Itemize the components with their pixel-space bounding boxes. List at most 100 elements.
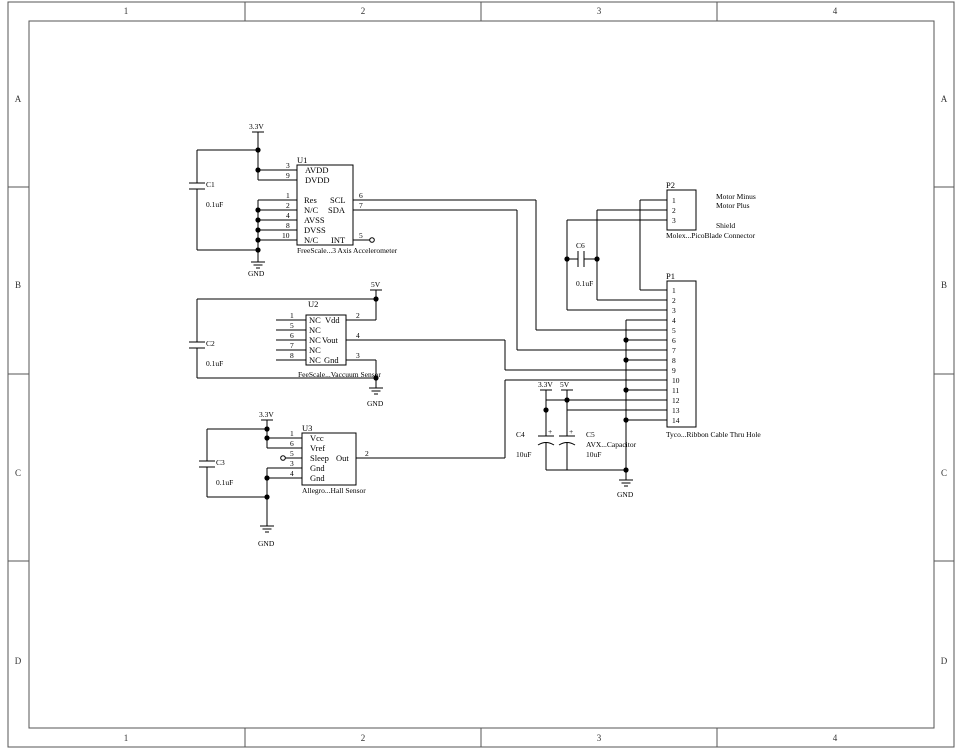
u3-pin-num: 2 (365, 449, 369, 458)
frame-col-label: 4 (833, 733, 838, 743)
p1-pin-num: 11 (672, 386, 679, 395)
u1-pin-num: 3 (286, 161, 290, 170)
u1-name: FreeScale...3 Axis Accelerometer (297, 246, 398, 255)
u1-pin-num: 9 (286, 171, 290, 180)
u2-pin-num: 6 (290, 331, 294, 340)
p2-connector: P2 Molex...PicoBlade Connector 1 2 3 Mot… (666, 180, 756, 240)
frame-col-label: 1 (124, 733, 129, 743)
u2-pin-label: NC (309, 315, 321, 325)
u1-pin-num: 10 (282, 231, 290, 240)
signal-nets (370, 199, 627, 480)
p1-pin-stubs (505, 289, 667, 421)
u3-3v3-label: 3.3V (259, 410, 274, 419)
c6-ref: C6 (576, 241, 585, 250)
u1-int-open-pin (369, 237, 375, 243)
c4-polarity: + (548, 427, 552, 436)
p2-name: Molex...PicoBlade Connector (666, 231, 756, 240)
c5-ref: C5 (586, 430, 595, 439)
u3-pin-label: Sleep (310, 453, 329, 463)
u1-pin-num: 4 (286, 211, 290, 220)
u2-pin-label: Vdd (325, 315, 340, 325)
u1-gnd-label: GND (248, 269, 265, 278)
u1-pin-label: N/C (304, 205, 319, 215)
u1-pin-label: AVDD (305, 165, 328, 175)
u1-pin-label: DVDD (305, 175, 330, 185)
p1-pin-num: 14 (672, 416, 680, 425)
c3-capacitor: C3 0.1uF (199, 458, 233, 487)
frame-col-label: 2 (361, 733, 366, 743)
u1-pin-num: 1 (286, 191, 290, 200)
p1-pin-num: 8 (672, 356, 676, 365)
u3-gnd-label: GND (258, 539, 275, 548)
sheet-frame (7, 1, 955, 748)
u1-pin-num: 6 (359, 191, 363, 200)
u2-pin-label: Vout (322, 335, 339, 345)
u1-accelerometer: U1 FreeScale...3 Axis Accelerometer 3 AV… (282, 155, 398, 255)
frame-row-label: A (941, 94, 948, 104)
u3-name: Allegro...Hall Sensor (302, 486, 366, 495)
c4-3v3-label: 3.3V (538, 380, 553, 389)
u1-pin-label: AVSS (304, 215, 325, 225)
u2-5v-label: 5V (371, 280, 381, 289)
c4-value: 10uF (516, 450, 531, 459)
u2-gnd-symbol (369, 387, 383, 395)
frame-column-labels-top: 1 2 3 4 (124, 6, 838, 16)
u2-name: FeeScale...Vaccuum Sensor (298, 370, 381, 379)
u2-pin-label: NC (309, 345, 321, 355)
u2-pin-num: 5 (290, 321, 294, 330)
u3-junctions (264, 426, 270, 500)
u2-ref: U2 (308, 299, 318, 309)
u1-pin-num: 5 (359, 231, 363, 240)
p1-pin-num: 9 (672, 366, 676, 375)
u1-pin-label: Res (304, 195, 317, 205)
c4-capacitor: + C4 10uF (516, 427, 555, 459)
u2-pin-num: 4 (356, 331, 360, 340)
c2-value: 0.1uF (206, 359, 223, 368)
c3-value: 0.1uF (216, 478, 233, 487)
c3-ref: C3 (216, 458, 225, 467)
u2-power-net (196, 289, 382, 388)
frame-row-label: A (15, 94, 22, 104)
c4-ref: C4 (516, 430, 525, 439)
p1-pin-num: 12 (672, 396, 680, 405)
p2-pin-num: 1 (672, 196, 676, 205)
u1-pin-label: SCL (330, 195, 346, 205)
u1-ref: U1 (297, 155, 307, 165)
u2-pin-num: 7 (290, 341, 294, 350)
u2-pin-num: 3 (356, 351, 360, 360)
p1-connector: P1 Tyco...Ribbon Cable Thru Hole 1 2 3 4… (666, 271, 761, 439)
p1-body (666, 280, 697, 428)
p1-pin-num: 5 (672, 326, 676, 335)
u1-power-net (196, 131, 282, 262)
u1-pin-label: N/C (304, 235, 319, 245)
u2-pin-num: 2 (356, 311, 360, 320)
p2-pin-num: 3 (672, 216, 676, 225)
u3-body (301, 432, 357, 486)
p2-pin-num: 2 (672, 206, 676, 215)
u3-pin-label: Gnd (310, 473, 325, 483)
u1-pin-num: 8 (286, 221, 290, 230)
u3-pin-label: Gnd (310, 463, 325, 473)
frame-row-labels-left: A B C D (15, 94, 22, 666)
p1-pin-num: 4 (672, 316, 676, 325)
u2-junctions (373, 296, 379, 381)
u3-pin-num: 1 (290, 429, 294, 438)
c5-polarity: + (569, 427, 573, 436)
p1-gnd-label: GND (617, 490, 634, 499)
c5-capacitor: + C5 AVX...Capacitor 10uF (558, 427, 637, 459)
p1-pin-num: 10 (672, 376, 680, 385)
p1-pin-num: 7 (672, 346, 676, 355)
c1-value: 0.1uF (206, 200, 223, 209)
u1-3v3-label: 3.3V (249, 122, 264, 131)
u1-gnd-symbol (251, 261, 265, 269)
u2-pin-num: 1 (290, 311, 294, 320)
frame-row-label: B (941, 280, 947, 290)
u3-pin-num: 5 (290, 449, 294, 458)
c6-value: 0.1uF (576, 279, 593, 288)
c6-capacitor: C6 0.1uF (576, 241, 593, 288)
u3-pin-num: 3 (290, 459, 294, 468)
c5-value: 10uF (586, 450, 601, 459)
u1-body (296, 164, 354, 246)
